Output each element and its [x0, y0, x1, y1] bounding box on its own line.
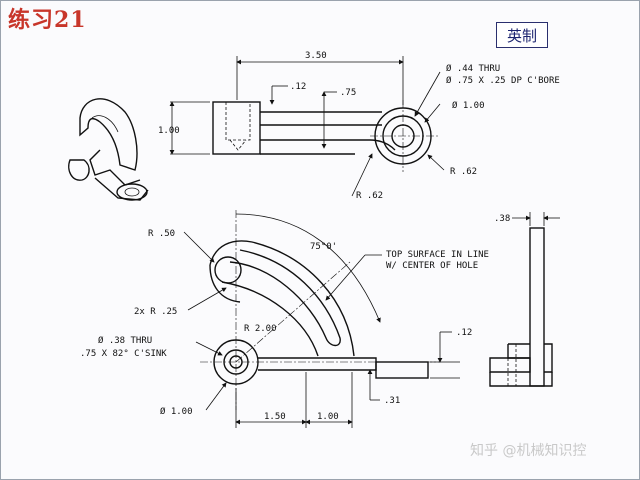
front-surface-note-2: W/ CENTER OF HOLE [386, 261, 478, 271]
side-width-dim: .38 [494, 214, 510, 224]
front-tab-thickness: .12 [456, 328, 472, 338]
front-dim-left: 1.50 [264, 412, 286, 422]
front-dim-right: 1.00 [317, 412, 339, 422]
top-boss-radius: R .62 [450, 167, 477, 177]
exercise-title: 练习21 [8, 7, 87, 33]
top-hole-note-1: Ø .44 THRU [446, 63, 500, 74]
front-base-thickness: .31 [384, 396, 400, 406]
front-boss-dia: Ø 1.00 [160, 406, 193, 417]
front-hole-note-1: Ø .38 THRU [98, 335, 152, 346]
front-surface-note-1: TOP SURFACE IN LINE [386, 250, 489, 260]
front-arc-radius: R 2.00 [244, 324, 277, 334]
side-view: .38 [489, 212, 560, 387]
top-length-dim: 3.50 [305, 51, 327, 61]
front-slot-radius: 2x R .25 [134, 307, 177, 317]
watermark: 知乎 @机械知识控 [470, 443, 587, 459]
front-outer-radius: R .50 [148, 229, 175, 239]
top-fillet-radius: R .62 [356, 191, 383, 201]
top-step-dim: .12 [290, 82, 306, 92]
top-thickness-dim: .75 [340, 88, 356, 98]
top-height-dim: 1.00 [158, 126, 180, 136]
front-view: 75°0' R .50 2x R .25 TOP SURFACE IN LINE… [80, 210, 489, 428]
top-hole-note-2: Ø .75 X .25 DP C'BORE [446, 75, 560, 86]
front-hole-note-2: .75 X 82° C'SINK [80, 349, 167, 359]
unit-badge: 英制 [496, 22, 548, 48]
top-view: 3.50 1.00 .12 .75 Ø .44 THRU Ø .75 X .25… [158, 51, 560, 201]
top-boss-dia: Ø 1.00 [452, 100, 485, 111]
isometric-sketch [68, 98, 149, 201]
front-angle-dim: 75°0' [310, 242, 337, 252]
